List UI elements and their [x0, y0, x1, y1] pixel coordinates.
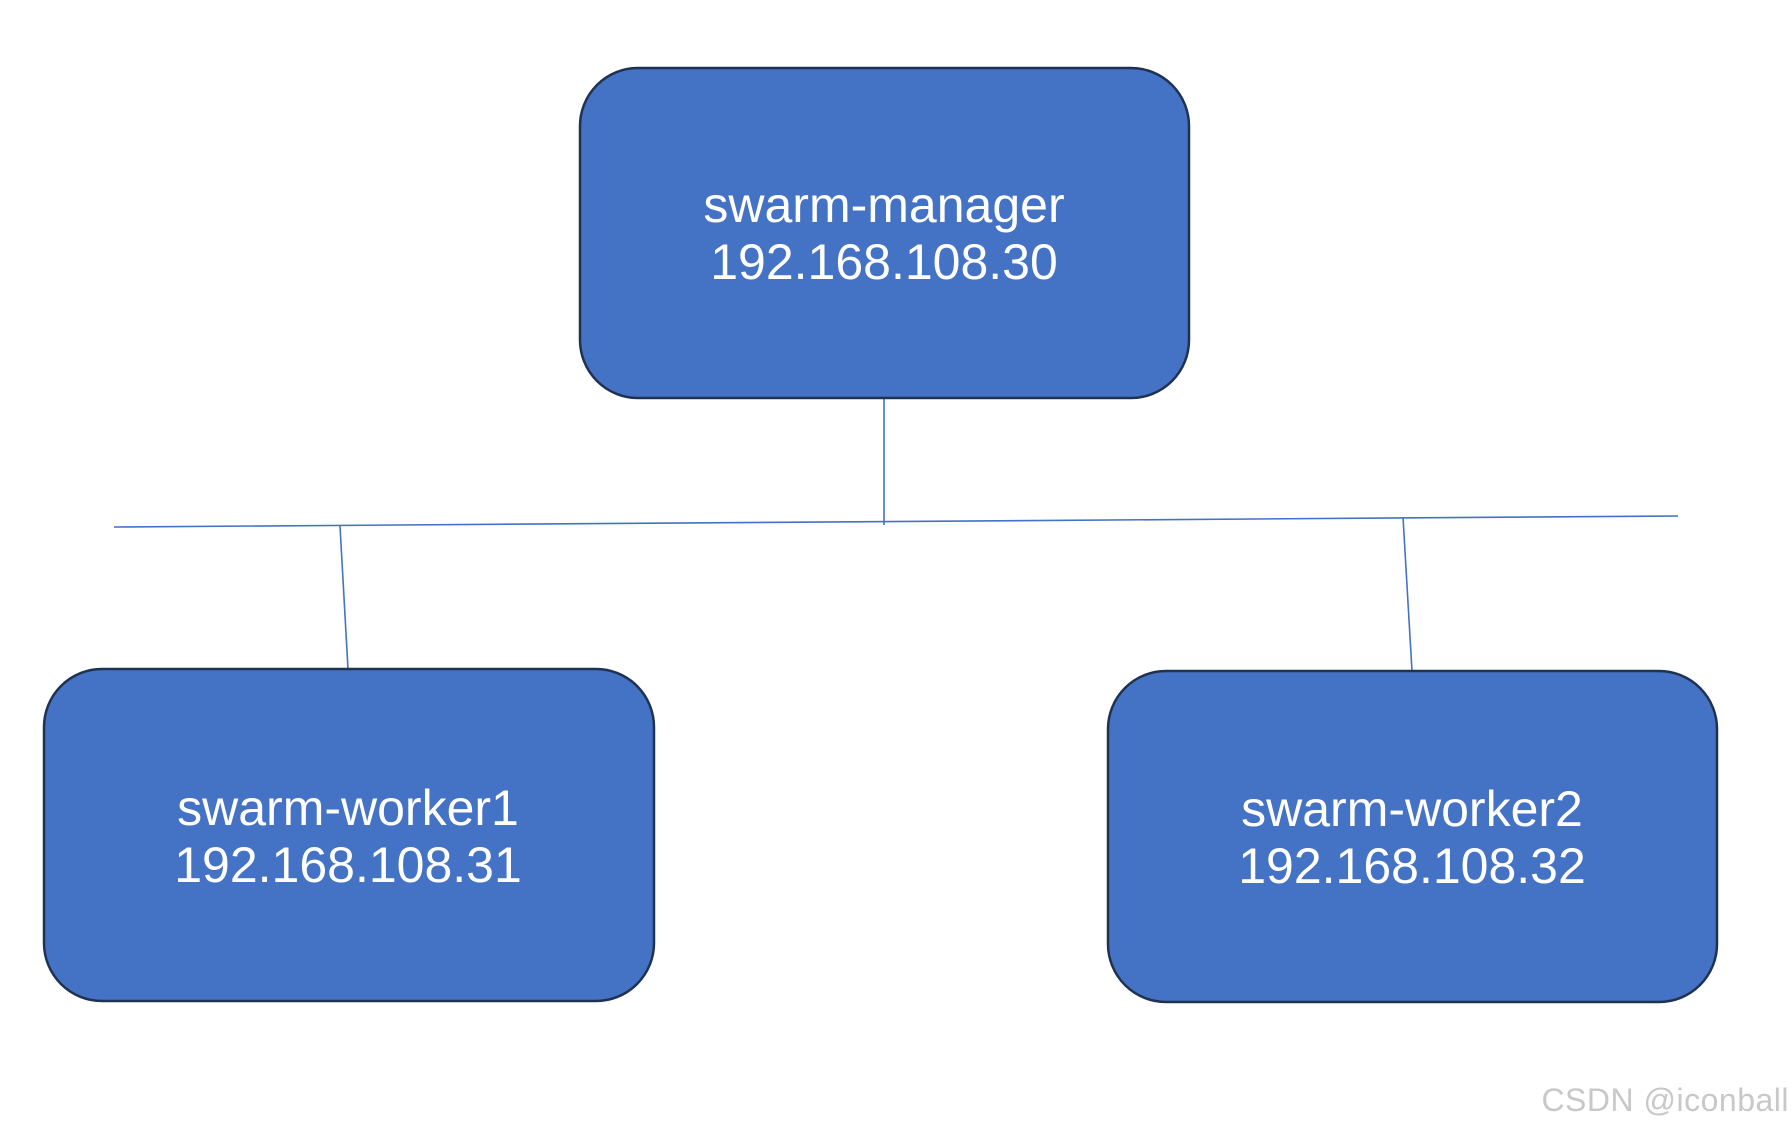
node-name: swarm-worker2	[1241, 781, 1583, 837]
node-ip: 192.168.108.31	[174, 837, 522, 893]
network-bus-line	[113, 515, 1679, 528]
connectors	[113, 398, 1679, 672]
node-ip: 192.168.108.30	[710, 234, 1058, 290]
watermark-text: CSDN @iconball	[1541, 1082, 1789, 1118]
worker2-drop-line	[1402, 516, 1413, 672]
node-ip: 192.168.108.32	[1238, 838, 1586, 894]
node-box	[1106, 669, 1719, 1004]
node-box	[578, 66, 1191, 400]
worker1-drop-line	[339, 525, 349, 670]
node-swarm-manager: swarm-manager 192.168.108.30	[578, 66, 1191, 400]
node-swarm-worker1: swarm-worker1 192.168.108.31	[42, 667, 656, 1003]
node-name: swarm-manager	[703, 177, 1064, 233]
node-swarm-worker2: swarm-worker2 192.168.108.32	[1106, 669, 1719, 1004]
node-name: swarm-worker1	[177, 780, 519, 836]
node-box	[42, 667, 656, 1003]
